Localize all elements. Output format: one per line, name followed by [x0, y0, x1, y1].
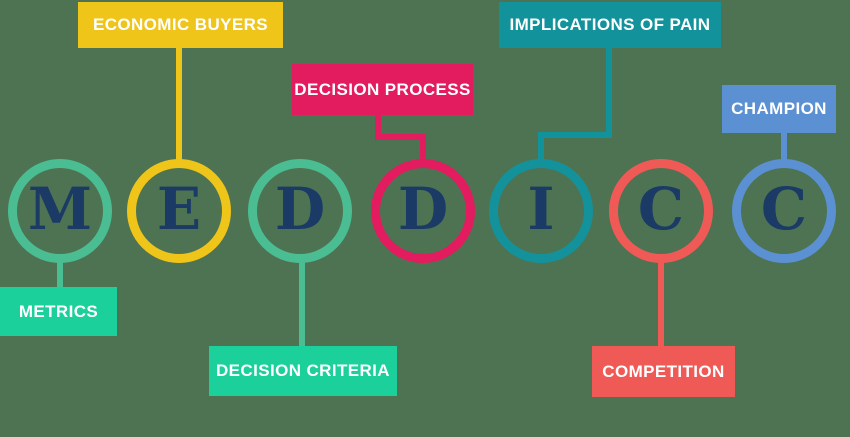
circle-implications-of-pain: I	[489, 159, 593, 263]
circle-letter: D	[274, 175, 326, 243]
connector-decision-process-top	[375, 112, 381, 140]
circle-letter: D	[397, 175, 449, 243]
connector-implications-top	[606, 46, 612, 138]
circle-decision-criteria: D	[248, 159, 352, 263]
circle-letter: E	[156, 175, 202, 243]
label-champion: CHAMPION	[722, 85, 836, 133]
circle-letter: C	[760, 175, 808, 243]
label-decision-criteria: DECISION CRITERIA	[209, 346, 397, 396]
connector-decision-process-elbow	[375, 134, 426, 140]
connector-economic-buyers	[176, 46, 182, 161]
label-economic-buyers: ECONOMIC BUYERS	[78, 2, 283, 48]
circle-economic-buyers: E	[127, 159, 231, 263]
connector-decision-process-bottom	[420, 134, 426, 162]
circle-decision-process: D	[371, 159, 475, 263]
circle-letter: C	[637, 175, 685, 243]
label-metrics: METRICS	[0, 287, 117, 336]
label-implications-of-pain: IMPLICATIONS OF PAIN	[499, 2, 721, 48]
connector-implications-elbow	[538, 132, 612, 138]
connector-decision-criteria	[299, 258, 305, 348]
connector-metrics	[57, 258, 63, 289]
connector-competition	[658, 258, 664, 348]
circle-competition: C	[609, 159, 713, 263]
label-competition: COMPETITION	[592, 346, 735, 397]
connector-champion	[781, 131, 787, 162]
circle-champion: C	[732, 159, 836, 263]
label-decision-process: DECISION PROCESS	[292, 64, 473, 115]
circle-letter: M	[27, 175, 93, 243]
circle-letter: I	[527, 175, 555, 243]
circle-metrics: M	[8, 159, 112, 263]
connector-implications-bottom	[538, 132, 544, 162]
